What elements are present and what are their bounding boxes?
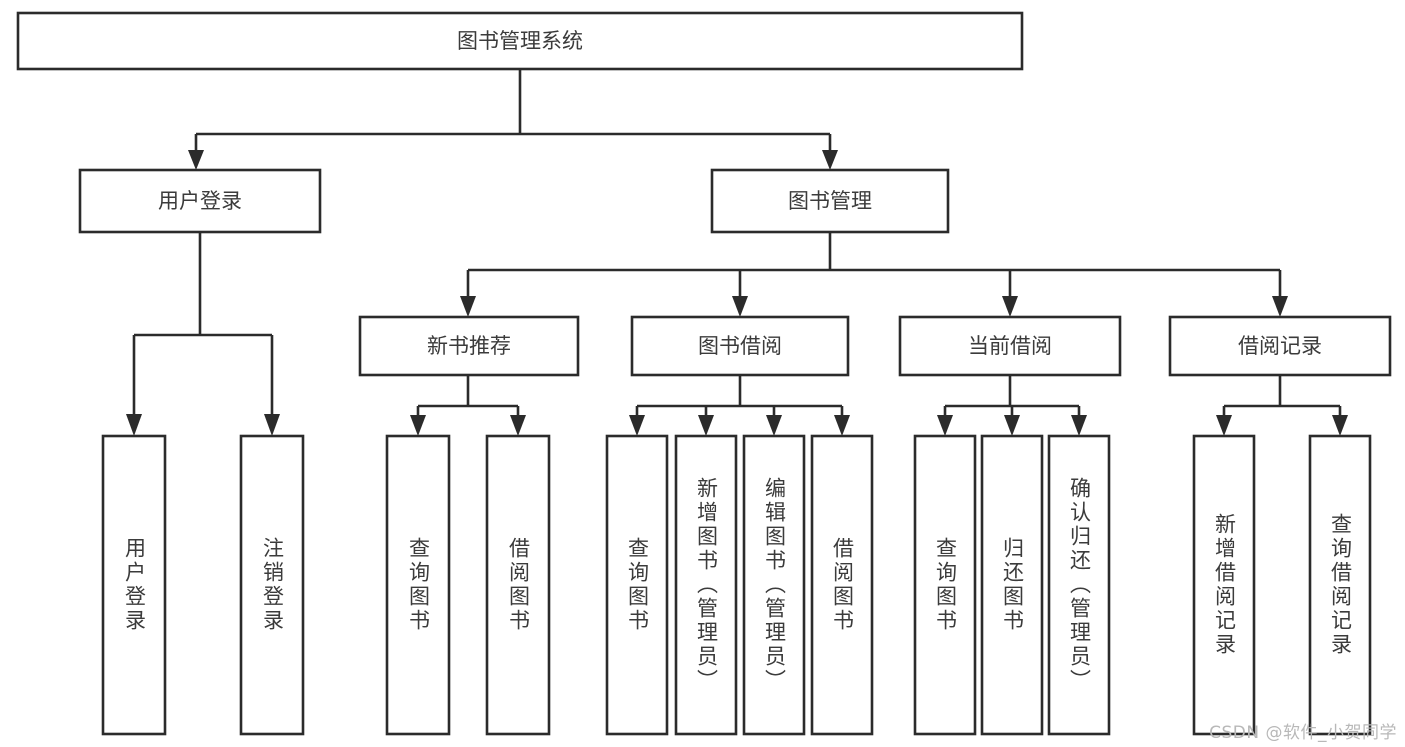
node-level3-new-book-recommend[interactable]: 新书推荐 xyxy=(358,315,580,377)
arrow-icon-level3-1 xyxy=(732,296,748,317)
arrow-icon-userlogin-leaf-0 xyxy=(126,414,142,436)
leaf-box-borrow-record-0[interactable] xyxy=(1192,434,1256,736)
arrow-icon-level3-0 xyxy=(460,296,476,317)
arrow-icon-bookborrow-leaf-0 xyxy=(629,415,645,436)
leaf-box-new-book-0[interactable] xyxy=(385,434,451,736)
leaf-box-user-login-1[interactable] xyxy=(239,434,305,736)
node-level3-2-label: 当前借阅 xyxy=(968,334,1052,358)
arrow-icon-currentborrow-leaf-0 xyxy=(937,415,953,436)
leaf-box-new-book-1[interactable] xyxy=(485,434,551,736)
node-root[interactable]: 图书管理系统 xyxy=(16,11,1024,71)
node-level2-book-manage[interactable]: 图书管理 xyxy=(710,168,950,234)
node-level3-2-box[interactable] xyxy=(898,315,1122,377)
leaf-box-book-borrow-3[interactable] xyxy=(810,434,874,736)
leaf-box-borrow-record-1[interactable] xyxy=(1308,434,1372,736)
node-level2-0-box[interactable] xyxy=(78,168,322,234)
arrow-icon-newbook-leaf-0 xyxy=(410,415,426,436)
node-root-label: 图书管理系统 xyxy=(457,29,583,53)
arrow-icon-level3-3 xyxy=(1272,296,1288,317)
node-level3-0-box[interactable] xyxy=(358,315,580,377)
watermark-text: CSDN @软件_小贺同学 xyxy=(1209,723,1397,743)
arrow-icon-book-manage xyxy=(822,150,838,170)
arrow-icon-borrowrecord-leaf-0 xyxy=(1216,415,1232,436)
connector-bookborrow-to-leaves xyxy=(629,375,850,436)
arrow-icon-level3-2 xyxy=(1002,296,1018,317)
arrow-icon-currentborrow-leaf-1 xyxy=(1004,415,1020,436)
node-level2-0-label: 用户登录 xyxy=(158,189,242,213)
leaf-box-book-borrow-2[interactable] xyxy=(742,434,806,736)
node-level2-1-box[interactable] xyxy=(710,168,950,234)
connector-borrowrecord-to-leaves xyxy=(1216,375,1348,436)
node-level3-book-borrow[interactable]: 图书借阅 xyxy=(630,315,850,377)
arrow-icon-bookborrow-leaf-3 xyxy=(834,415,850,436)
arrow-icon-user-login xyxy=(188,150,204,170)
leaf-box-current-borrow-0[interactable] xyxy=(913,434,977,736)
node-level3-1-label: 图书借阅 xyxy=(698,334,782,358)
arrow-icon-bookborrow-leaf-2 xyxy=(766,415,782,436)
arrow-icon-currentborrow-leaf-2 xyxy=(1071,415,1087,436)
connector-root-to-level2 xyxy=(188,69,838,170)
node-level3-borrow-record[interactable]: 借阅记录 xyxy=(1168,315,1392,377)
connector-userlogin-to-leaves xyxy=(126,232,280,436)
node-level3-current-borrow[interactable]: 当前借阅 xyxy=(898,315,1122,377)
node-level3-3-label: 借阅记录 xyxy=(1238,334,1322,358)
node-root-box[interactable] xyxy=(16,11,1024,71)
arrow-icon-borrowrecord-leaf-1 xyxy=(1332,415,1348,436)
connector-currentborrow-to-leaves xyxy=(937,375,1087,436)
arrow-icon-bookborrow-leaf-1 xyxy=(698,415,714,436)
leaf-box-book-borrow-1[interactable] xyxy=(674,434,738,736)
node-level3-0-label: 新书推荐 xyxy=(427,334,511,358)
node-level3-3-box[interactable] xyxy=(1168,315,1392,377)
leaf-box-book-borrow-0[interactable] xyxy=(605,434,669,736)
connector-bookmanage-to-level3 xyxy=(460,232,1288,317)
node-level2-1-label: 图书管理 xyxy=(788,189,872,213)
arrow-icon-userlogin-leaf-1 xyxy=(264,414,280,436)
leaf-box-current-borrow-2[interactable] xyxy=(1047,434,1111,736)
leaf-box-user-login-0[interactable] xyxy=(101,434,167,736)
node-level3-1-box[interactable] xyxy=(630,315,850,377)
arrow-icon-newbook-leaf-1 xyxy=(510,415,526,436)
connector-newbook-to-leaves xyxy=(410,375,526,436)
node-level2-user-login[interactable]: 用户登录 xyxy=(78,168,322,234)
leaf-box-current-borrow-1[interactable] xyxy=(980,434,1044,736)
